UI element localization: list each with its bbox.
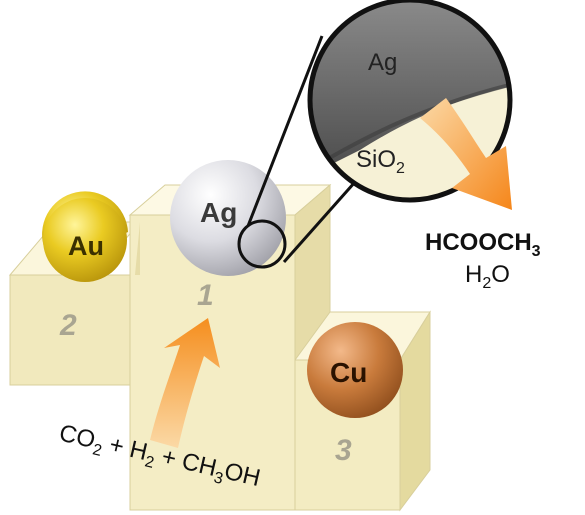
- copper-particle: Cu: [307, 322, 403, 418]
- rank-3-label: 3: [335, 434, 352, 467]
- product-formula-1: HCOOCH3: [425, 229, 541, 260]
- product-formula-2: H2O: [465, 261, 510, 292]
- rank-2-label: 2: [59, 309, 77, 342]
- rank-1-label: 1: [197, 279, 214, 312]
- product-arrow: [420, 98, 512, 210]
- zoom-line-bottom: [282, 181, 357, 263]
- podium-step-2-side: [135, 222, 140, 275]
- silver-particle: Ag: [170, 160, 286, 276]
- gold-particle: Au: [42, 191, 128, 282]
- copper-label: Cu: [330, 357, 367, 388]
- zoom-source-circle: [237, 219, 287, 269]
- silver-label: Ag: [200, 197, 237, 228]
- zoom-line-top: [246, 35, 324, 227]
- inset-sio2-label: SiO2: [356, 146, 405, 177]
- podium-step-1-side: [294, 183, 331, 362]
- inset-ag-label: Ag: [368, 49, 397, 76]
- zoom-inset-circle: [307, 0, 513, 203]
- reactant-arrow: [150, 318, 220, 448]
- gold-label: Au: [68, 231, 104, 261]
- zoom-inset: Ag SiO2: [237, 0, 513, 269]
- podium-step-3-side: [399, 310, 431, 512]
